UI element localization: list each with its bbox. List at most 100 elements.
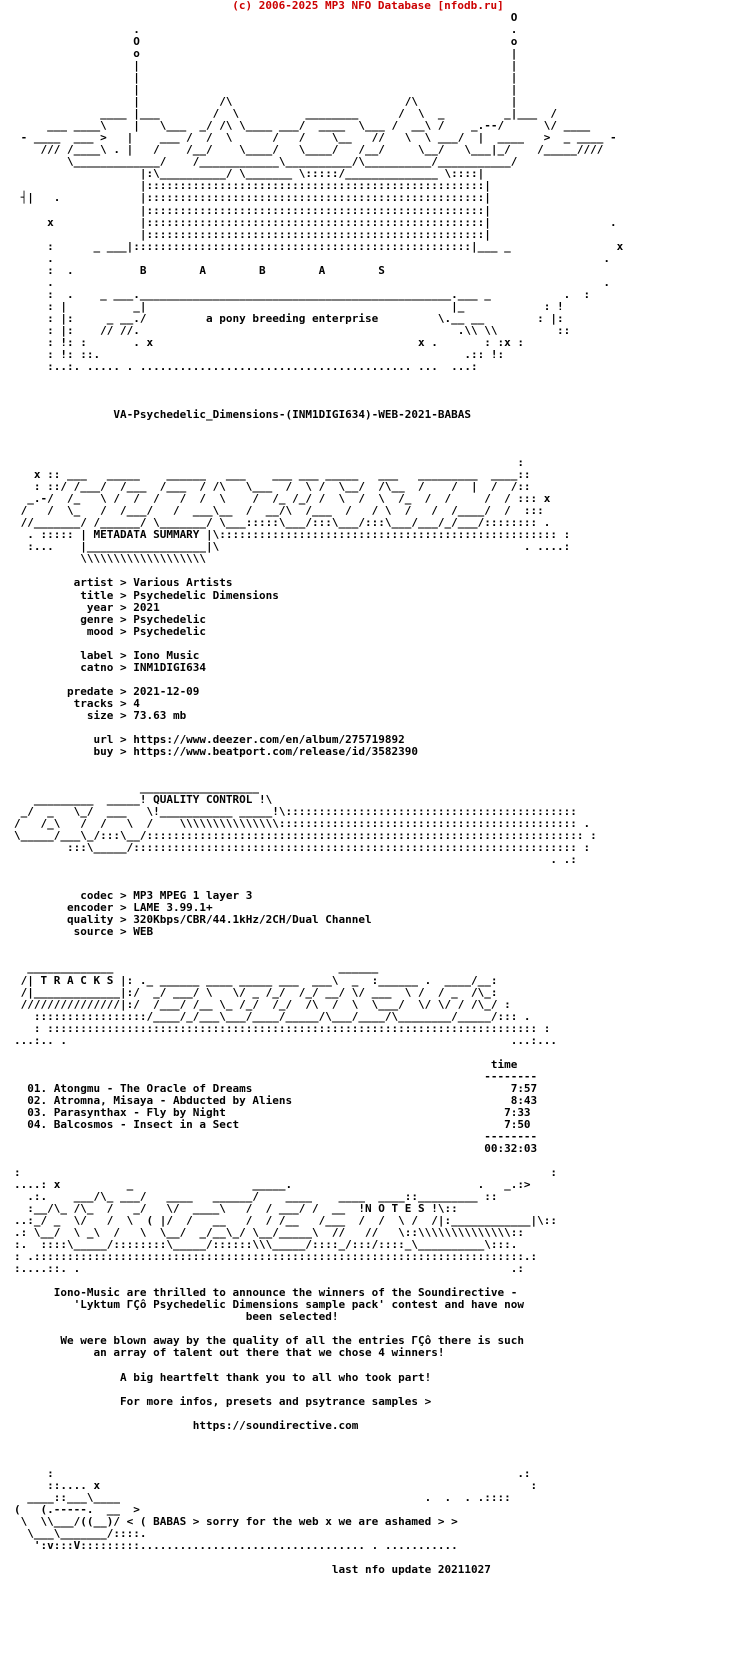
nfo-line: ::.... x :	[14, 1478, 538, 1492]
nfo-line: year > 2021	[14, 600, 160, 614]
nfo-line: x :: ___ _____ ______ ___ ___ ___ _____ …	[14, 468, 531, 482]
nfo-line: ___ ____\ | \___ _/ /\ \____ ___/ ____ \…	[14, 119, 591, 133]
nfo-line: / / \_ / /___/ / ___\__ / __/\ /___ / / …	[14, 504, 544, 518]
nfo-line: ..:_/ _ \/ / \ ( |/ / __ / / /__ /___ / …	[14, 1214, 558, 1228]
nfo-line: _____________ ______	[14, 961, 379, 975]
nfo-line: //_______/ /______/ \_______/ \___:::::\…	[14, 516, 551, 530]
nfo-line: https://soundirective.com	[14, 1418, 359, 1432]
nfo-line: source > WEB	[14, 925, 154, 939]
nfo-line: : ::/ /___/ /___ /___ / /\ \___ / \ / \_…	[14, 480, 531, 494]
nfo-line: _________ _____! QUALITY CONTROL !\	[14, 793, 273, 807]
nfo-line: :__/\_ /\_ / _/ \/ ____\ / / ___/ / __ !…	[14, 1202, 458, 1216]
nfo-line: encoder > LAME 3.99.1+	[14, 901, 213, 915]
nfo-line: /| T R A C K S |: ._ ______ ____ _____ _…	[14, 973, 498, 987]
nfo-line: 'Lyktum ΓÇô Psychedelic Dimensions sampl…	[14, 1298, 524, 1312]
nfo-line: ///////////////|:/ /___/ /__ \_ /_/ /_/ …	[14, 997, 511, 1011]
nfo-line: : .:::::::::::::::::::::::::::::::::::::…	[14, 1250, 538, 1264]
nfo-line: catno > INM1DIGI634	[14, 660, 207, 674]
nfo-line: _/ _ \_/ ___ \!___________ _____!\::::::…	[14, 805, 577, 819]
nfo-line: . .	[14, 251, 611, 265]
nfo-line: VA-Psychedelic_Dimensions-(INM1DIGI634)-…	[14, 408, 471, 422]
nfo-line: ....: x _ _____. . _.:>	[14, 1178, 531, 1192]
nfo-line: :. ::::\_____/::::::::\_____/::::::\\\__…	[14, 1238, 518, 1252]
nfo-line: ...:.. . ...:...	[14, 1033, 558, 1047]
nfo-line: : |: // //. .\\ \\ ::	[14, 323, 571, 337]
nfo-line: x |:::::::::::::::::::::::::::::::::::::…	[14, 215, 617, 229]
nfo-line: size > 73.63 mb	[14, 708, 187, 722]
nfo-line: --------	[14, 1129, 538, 1143]
nfo-line: time	[14, 1057, 518, 1071]
nfo-line: : !: ::. .:: !:	[14, 347, 505, 361]
nfo-line: __________________	[14, 781, 260, 794]
nfo-line: ____::___\____ . . . .::::	[14, 1490, 511, 1504]
nfo-line: Iono-Music are thrilled to announce the …	[14, 1286, 518, 1300]
nfo-line: :... |__________________|\ . ....:	[14, 540, 571, 554]
nfo-line: title > Psychedelic Dimensions	[14, 588, 279, 602]
nfo-line: \_____________/ /____________\__________…	[14, 155, 518, 169]
nfo-line: | /\ /\ |	[14, 95, 518, 109]
nfo-line: | |	[14, 83, 518, 97]
nfo-line: : .:	[14, 1466, 531, 1480]
nfo-line: :::\_____/::::::::::::::::::::::::::::::…	[14, 841, 591, 855]
nfo-line: :....::. . .:	[14, 1262, 524, 1276]
nfo-line: - ____ ___ > | ___ / / \ / / \__ // \ \ …	[14, 131, 617, 145]
nfo-line: ( (.-----. __ >	[14, 1502, 140, 1516]
nfo-line: been selected!	[14, 1310, 339, 1324]
nfo-line: tracks > 4	[14, 696, 140, 710]
nfo-line: | |	[14, 59, 518, 73]
nfo-line: \\\\\\\\\\\\\\\\\\\	[14, 552, 207, 566]
nfo-line: . ::::: | METADATA SUMMARY |\:::::::::::…	[14, 528, 571, 542]
nfo-line: ____ |___ / \ ________ / \ _ _|___ /	[14, 107, 558, 121]
nfo-line: O o	[14, 35, 518, 49]
nfo-line: ┤| . |::::::::::::::::::::::::::::::::::…	[14, 191, 491, 205]
nfo-line: . .	[14, 23, 518, 37]
nfo-line: . .	[14, 275, 611, 289]
nfo-line: :::::::::::::::::/____/_/___\___/____/__…	[14, 1009, 531, 1023]
nfo-line: mood > Psychedelic	[14, 624, 207, 638]
nfo-line: \___\_______/::::.	[14, 1526, 147, 1540]
nfo-line: genre > Psychedelic	[14, 612, 207, 626]
nfo-line: _.-/ /_ \ / / / / / \ / /_ /_/ / \ / \ /…	[14, 492, 551, 506]
nfo-line: .: \__/ \ _\ / \ \__/ _/__\_/ \__/_____\…	[14, 1226, 524, 1240]
nfo-line: : . _ ___.______________________________…	[14, 287, 591, 301]
nfo-line: A big heartfelt thank you to all who too…	[14, 1370, 432, 1384]
nfo-line: We were blown away by the quality of all…	[14, 1334, 524, 1348]
nfo-line: /// /____\ . | / /__/ \____/ \____/ /__/…	[14, 143, 604, 157]
nfo-line: codec > MP3 MPEG 1 layer 3	[14, 889, 253, 903]
nfo-line: :..:. ..... . ..........................…	[14, 359, 478, 373]
nfo-line: /|_____________|:/ _/ ___/ \ \/ _ /_/ /_…	[14, 985, 498, 999]
nfo-line: an array of talent out there that we cho…	[14, 1346, 445, 1360]
nfo-line: O	[14, 11, 518, 24]
nfo-line: url > https://www.deezer.com/en/album/27…	[14, 732, 405, 746]
nfo-line: : :	[14, 1166, 558, 1179]
site-copyright-header: (c) 2006-2025 MP3 NFO Database [nfodb.ru…	[232, 0, 504, 12]
nfo-line: label > Iono Music	[14, 648, 200, 662]
nfo-line: \_____/___\_/:::\__/::::::::::::::::::::…	[14, 829, 597, 843]
nfo-line: 03. Parasynthax - Fly by Night 7:33	[14, 1105, 531, 1119]
nfo-line: / /_\ / / \ / \\\\\\\\\\\\\\\:::::::::::…	[14, 817, 591, 831]
nfo-line: quality > 320Kbps/CBR/44.1kHz/2CH/Dual C…	[14, 913, 372, 927]
nfo-line: | |	[14, 71, 518, 85]
nfo-line: ':v:::V:::::::::........................…	[14, 1538, 458, 1552]
nfo-line: |:::::::::::::::::::::::::::::::::::::::…	[14, 179, 491, 193]
nfo-line: --------	[14, 1069, 538, 1083]
nfo-line: : !: : . x x . : :x :	[14, 335, 524, 349]
nfo-line: predate > 2021-12-09	[14, 684, 200, 698]
nfo-line: buy > https://www.beatport.com/release/i…	[14, 744, 418, 758]
nfo-line: For more infos, presets and psytrance sa…	[14, 1394, 432, 1408]
nfo-line: last nfo update 20211027	[14, 1563, 491, 1577]
nfo-line: 00:32:03	[14, 1141, 538, 1155]
nfo-line: : |: _ __./ a pony breeding enterprise \…	[14, 311, 564, 325]
nfo-text-block: O . . O o o	[14, 11, 624, 1577]
nfo-line: : ::::::::::::::::::::::::::::::::::::::…	[14, 1021, 551, 1035]
nfo-line: : | _| |_ : !	[14, 299, 564, 313]
nfo-line: :	[14, 456, 524, 470]
nfo-line: . .:	[14, 853, 577, 867]
nfo-line: 04. Balcosmos - Insect in a Sect 7:50	[14, 1117, 531, 1131]
nfo-line: 01. Atongmu - The Oracle of Dreams 7:57	[14, 1081, 538, 1095]
nfo-line: o |	[14, 47, 518, 61]
nfo-line: |:::::::::::::::::::::::::::::::::::::::…	[14, 203, 491, 217]
nfo-line: : . B A B A S	[14, 263, 385, 277]
nfo-line: : _ ___|::::::::::::::::::::::::::::::::…	[14, 239, 624, 253]
nfo-line: artist > Various Artists	[14, 576, 233, 590]
